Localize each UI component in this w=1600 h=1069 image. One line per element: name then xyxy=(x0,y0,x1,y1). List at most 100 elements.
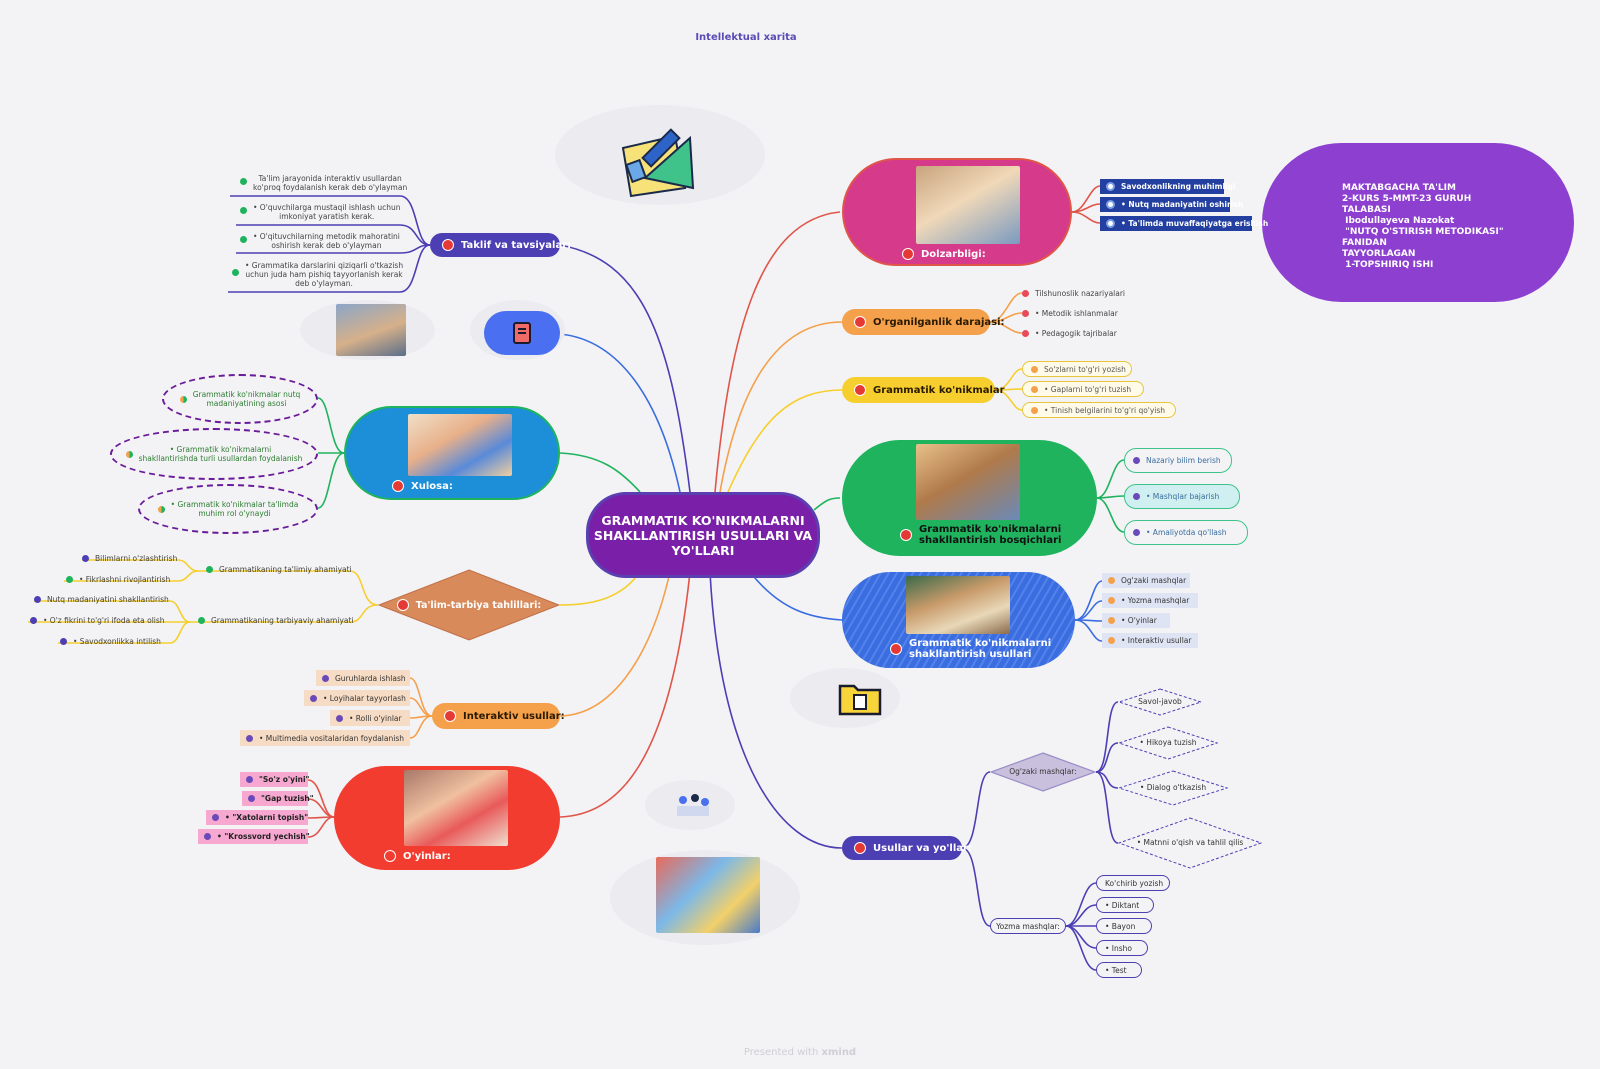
topic-label: O'yinlar: xyxy=(403,850,451,862)
marker-icon xyxy=(1031,385,1038,393)
marker-icon xyxy=(336,714,343,722)
node-label: Og'zaki mashqlar: xyxy=(1009,767,1077,776)
marker-icon xyxy=(1108,577,1115,584)
topic-talim-tarbiya-tahlillari[interactable]: Ta'lim-tarbiya tahlillari: xyxy=(378,569,560,641)
marker-icon xyxy=(384,850,396,862)
ogzaki-mashqlar-node[interactable]: Og'zaki mashqlar: xyxy=(990,752,1096,792)
marker-icon xyxy=(1133,493,1140,500)
ogzaki-item[interactable]: • Matnni o'qish va tahlil qilis xyxy=(1118,817,1262,869)
marker-icon xyxy=(322,674,329,682)
marker-icon xyxy=(1106,200,1115,209)
kids-class-photo xyxy=(916,444,1020,520)
marker-icon xyxy=(82,555,89,562)
tarbiyaviy-ahamiyat-node[interactable]: Grammatikaning tarbiyaviy ahamiyati xyxy=(198,616,354,625)
tarbiyaviy-item[interactable]: Nutq madaniyatini shakllantirish xyxy=(34,595,169,604)
marker-icon xyxy=(198,617,205,624)
topic-grammatik-konikmalar[interactable]: Grammatik ko'nikmalar xyxy=(842,377,1005,403)
bosqichlar-item[interactable]: • Amaliyotda qo'llash xyxy=(1124,520,1248,545)
people-icon[interactable] xyxy=(675,792,711,822)
usullari-item[interactable]: Og'zaki mashqlar xyxy=(1102,573,1190,588)
marker-icon xyxy=(240,207,247,214)
marker-icon xyxy=(1108,637,1115,644)
topic-oyinlar[interactable]: O'yinlar: xyxy=(334,766,560,870)
classroom-photo[interactable] xyxy=(336,304,406,356)
topic-interaktiv-usullar[interactable]: Interaktiv usullar: xyxy=(432,703,565,729)
usullari-item[interactable]: • Yozma mashqlar xyxy=(1102,593,1198,608)
teacher-photo xyxy=(916,166,1020,244)
topic-label: Grammatik ko'nikmalarni xyxy=(909,638,1052,649)
grammatik-item[interactable]: • Gaplarni to'g'ri tuzish xyxy=(1022,381,1144,397)
small-image-backdrop xyxy=(645,780,735,830)
yozma-item[interactable]: • Diktant xyxy=(1096,897,1154,913)
tarbiyaviy-item[interactable]: • O'z fikrini to'g'ri ifoda eta olish xyxy=(30,616,165,625)
taklif-item[interactable]: • Grammatika darslarini qiziqarli o'tkaz… xyxy=(232,261,403,288)
organilganlik-item[interactable]: • Metodik ishlanmalar xyxy=(1022,309,1118,318)
grammatik-item[interactable]: So'zlarni to'g'ri yozish xyxy=(1022,361,1132,377)
marker-icon xyxy=(444,710,456,722)
tarbiyaviy-item[interactable]: • Savodxonlikka intilish xyxy=(60,637,161,646)
topic-label: shakllantirish usullari xyxy=(909,649,1032,660)
ogzaki-item[interactable]: • Dialog o'tkazish xyxy=(1118,770,1228,806)
footer-prefix: Presented with xyxy=(743,1047,819,1058)
interaktiv-item[interactable]: • Loyihalar tayyorlash xyxy=(304,690,410,706)
bosqichlar-item[interactable]: • Mashqlar bajarish xyxy=(1124,484,1240,509)
oyinlar-item[interactable]: "So'z o'yini" xyxy=(240,772,309,787)
dolzarbligi-item[interactable]: Savodxonlikning muhimligi xyxy=(1100,179,1236,194)
topic-xulosa[interactable]: Xulosa: xyxy=(344,406,560,500)
organilganlik-item[interactable]: Tilshunoslik nazariyalari xyxy=(1022,289,1125,298)
topic-dolzarbligi[interactable]: Dolzarbligi: xyxy=(842,158,1072,266)
author-info-box[interactable]: MAKTABGACHA TA'LIM 2-KURS 5-MMT-23 GURUH… xyxy=(1262,143,1574,302)
ogzaki-item[interactable]: • Hikoya tuzish xyxy=(1118,726,1218,760)
yozma-mashqlar-node[interactable]: Yozma mashqlar: xyxy=(990,918,1066,934)
marker-icon xyxy=(1133,457,1140,464)
notebook-icon[interactable] xyxy=(484,311,560,355)
talimiy-ahamiyat-node[interactable]: Grammatikaning ta'limiy ahamiyati xyxy=(206,565,352,574)
kid-playing-photo[interactable] xyxy=(656,857,760,933)
yozma-item[interactable]: • Bayon xyxy=(1096,918,1152,934)
marker-icon xyxy=(1106,219,1115,228)
dolzarbligi-item[interactable]: • Ta'limda muvaffaqiyatga erishish xyxy=(1100,216,1268,231)
organilganlik-item[interactable]: • Pedagogik tajribalar xyxy=(1022,329,1117,338)
central-topic[interactable]: GRAMMATIK KO'NIKMALARNI SHAKLLANTIRISH U… xyxy=(586,492,820,578)
dolzarbligi-item[interactable]: • Nutq madaniyatini oshirish xyxy=(1100,197,1243,212)
diamond-shape xyxy=(1118,688,1202,716)
ogzaki-item[interactable]: Savol-javob xyxy=(1118,688,1202,716)
bosqichlar-item[interactable]: Nazariy bilim berish xyxy=(1124,448,1232,473)
topic-taklif-va-tavsiyalar[interactable]: Taklif va tavsiyalar: xyxy=(430,233,571,257)
topic-organilganlik[interactable]: O'rganilganlik darajasi: xyxy=(842,309,1005,335)
oyinlar-item[interactable]: "Gap tuzish" xyxy=(242,791,314,806)
grammatik-item[interactable]: • Tinish belgilarini to'g'ri qo'yish xyxy=(1022,402,1176,418)
talimiy-item[interactable]: • Fikrlashni rivojlantirish xyxy=(66,575,170,584)
interaktiv-item[interactable]: Guruhlarda ishlash xyxy=(316,670,410,686)
marker-icon xyxy=(34,596,41,603)
oyinlar-item[interactable]: • "Xatolarni topish" xyxy=(206,810,308,825)
interaktiv-item[interactable]: • Rolli o'yinlar xyxy=(330,710,410,726)
talimiy-item[interactable]: Bilimlarni o'zlashtirish xyxy=(82,554,177,563)
oyinlar-item[interactable]: • "Krossvord yechish" xyxy=(198,829,310,844)
yozma-item[interactable]: • Insho xyxy=(1096,940,1148,956)
yozma-item[interactable]: • Test xyxy=(1096,962,1142,978)
yozma-item[interactable]: Ko'chirib yozish xyxy=(1096,875,1170,891)
footer-brand: xmind xyxy=(821,1047,857,1058)
topic-label: O'rganilganlik darajasi: xyxy=(873,316,1005,328)
folder-document-icon[interactable] xyxy=(838,680,882,720)
kids-laptop-photo xyxy=(408,414,512,476)
interaktiv-item[interactable]: • Multimedia vositalaridan foydalanish xyxy=(240,730,410,746)
marker-icon xyxy=(1022,310,1029,317)
topic-usullar-va-yollar[interactable]: Usullar va yo'llar: xyxy=(842,836,972,860)
stationery-icon[interactable] xyxy=(615,118,705,204)
marker-icon xyxy=(125,450,133,458)
usullari-item[interactable]: • Interaktiv usullar xyxy=(1102,633,1198,648)
usullari-item[interactable]: • O'yinlar xyxy=(1102,613,1170,628)
marker-icon xyxy=(890,643,902,655)
central-topic-label: GRAMMATIK KO'NIKMALARNI SHAKLLANTIRISH U… xyxy=(593,512,813,558)
